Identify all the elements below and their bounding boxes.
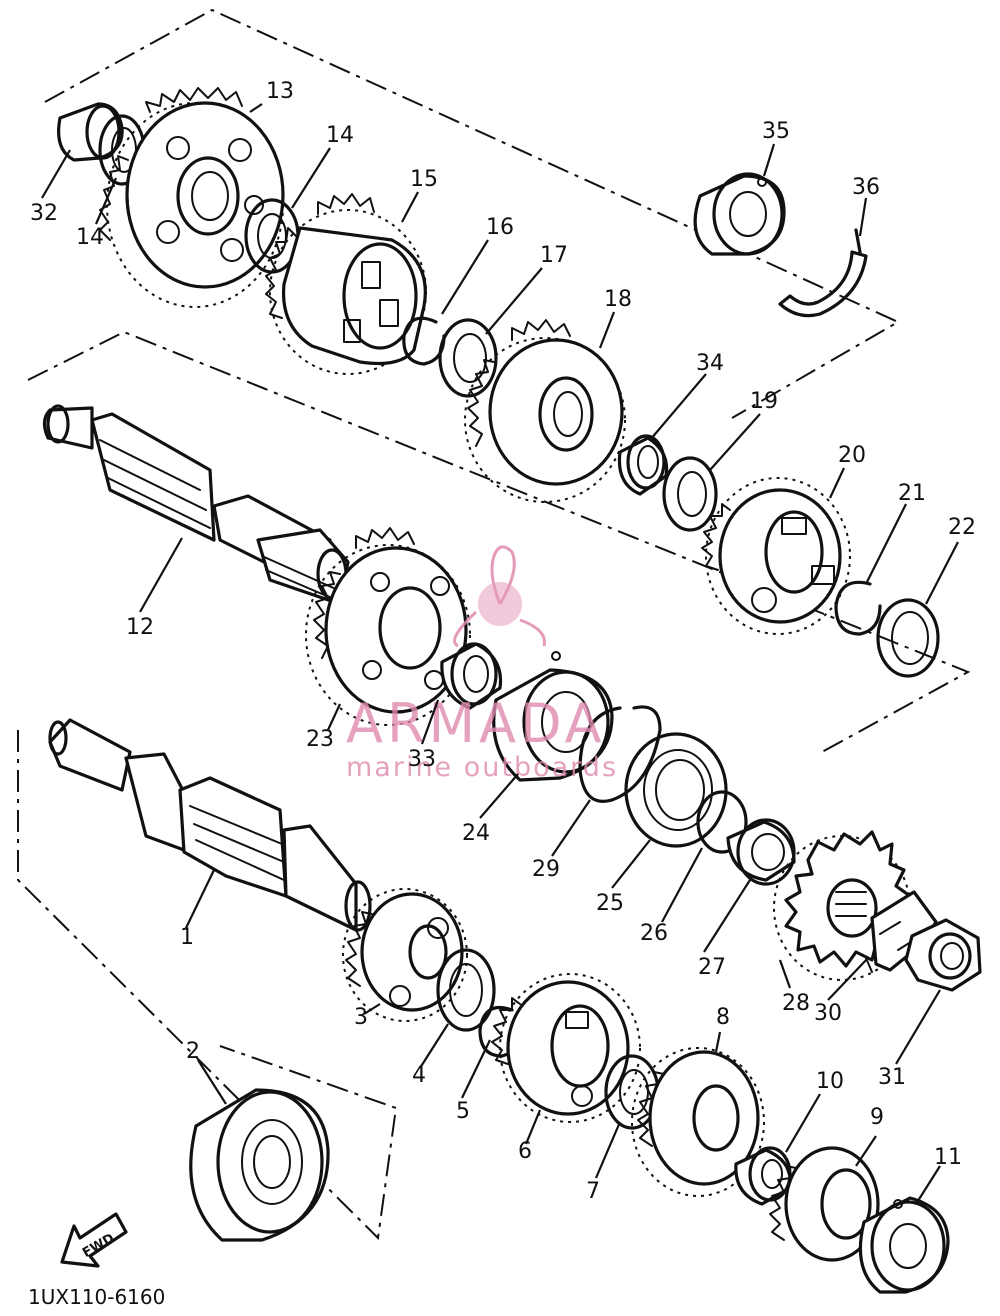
callout-6[interactable]: 6 bbox=[518, 1139, 532, 1164]
watermark-brand: ARMADA bbox=[346, 692, 606, 755]
callout-4[interactable]: 4 bbox=[412, 1063, 426, 1088]
callout-12[interactable]: 12 bbox=[126, 615, 154, 640]
callout-14-left[interactable]: 14 bbox=[76, 225, 104, 250]
callout-23[interactable]: 23 bbox=[306, 727, 334, 752]
callout-34[interactable]: 34 bbox=[696, 351, 724, 376]
part-36-ring[interactable] bbox=[778, 228, 868, 318]
callout-27[interactable]: 27 bbox=[698, 955, 726, 980]
part-6-gear[interactable] bbox=[491, 973, 641, 1123]
part-29-circlip[interactable] bbox=[578, 705, 662, 803]
callout-25[interactable]: 25 bbox=[596, 891, 624, 916]
callout-5[interactable]: 5 bbox=[456, 1099, 470, 1124]
callout-18[interactable]: 18 bbox=[604, 287, 632, 312]
part-15-gear[interactable] bbox=[265, 193, 427, 375]
lower-group-frame bbox=[17, 730, 398, 1241]
part-20-gear[interactable] bbox=[701, 477, 851, 635]
callout-2[interactable]: 2 bbox=[186, 1039, 200, 1064]
part-23-gear[interactable] bbox=[305, 527, 471, 726]
callout-36[interactable]: 36 bbox=[852, 175, 880, 200]
callout-13[interactable]: 13 bbox=[266, 79, 294, 104]
part-27-collar[interactable] bbox=[726, 818, 796, 886]
part-31-nut[interactable] bbox=[904, 918, 982, 992]
watermark-tagline: marine outboards bbox=[346, 752, 618, 783]
part-11-bearing[interactable] bbox=[858, 1196, 950, 1294]
watermark-logo bbox=[453, 545, 546, 648]
part-33-bushing[interactable] bbox=[440, 642, 503, 710]
callout-19[interactable]: 19 bbox=[750, 389, 778, 414]
part-22-washer[interactable] bbox=[876, 598, 940, 678]
callout-32[interactable]: 32 bbox=[30, 201, 58, 226]
part-25-oil-seal[interactable] bbox=[624, 732, 728, 848]
callout-26[interactable]: 26 bbox=[640, 921, 668, 946]
callout-35[interactable]: 35 bbox=[762, 119, 790, 144]
part-13-gear[interactable] bbox=[99, 87, 285, 308]
part-12-main-shaft[interactable] bbox=[42, 404, 350, 606]
callout-9[interactable]: 9 bbox=[870, 1105, 884, 1130]
part-21-circlip[interactable] bbox=[834, 580, 882, 636]
part-19-washer[interactable] bbox=[662, 456, 718, 532]
part-3-gear[interactable] bbox=[342, 888, 468, 1022]
callout-labels: 32 14 13 14 15 16 17 18 34 19 20 21 22 3… bbox=[30, 79, 976, 1204]
callout-31[interactable]: 31 bbox=[878, 1065, 906, 1090]
leader-lines bbox=[41, 103, 959, 1205]
callout-11[interactable]: 11 bbox=[934, 1145, 962, 1170]
callout-1[interactable]: 1 bbox=[180, 925, 194, 950]
callout-8[interactable]: 8 bbox=[716, 1005, 730, 1030]
callout-15[interactable]: 15 bbox=[410, 167, 438, 192]
part-1-drive-shaft[interactable] bbox=[48, 718, 372, 932]
upper-group-frame bbox=[44, 8, 901, 419]
part-17-washer[interactable] bbox=[438, 318, 498, 398]
callout-28[interactable]: 28 bbox=[782, 991, 810, 1016]
part-8-gear[interactable] bbox=[631, 1047, 765, 1197]
callout-33[interactable]: 33 bbox=[408, 747, 436, 772]
part-32-collar[interactable] bbox=[57, 102, 124, 162]
callout-3[interactable]: 3 bbox=[354, 1005, 368, 1030]
callout-21[interactable]: 21 bbox=[898, 481, 926, 506]
callout-30[interactable]: 30 bbox=[814, 1001, 842, 1026]
callout-17[interactable]: 17 bbox=[540, 243, 568, 268]
part-2-bearing[interactable] bbox=[189, 1088, 330, 1242]
diagram-code: 1UX110-6160 bbox=[28, 1285, 165, 1309]
callout-7[interactable]: 7 bbox=[586, 1179, 600, 1204]
callout-29[interactable]: 29 bbox=[532, 857, 560, 882]
part-9-gear[interactable] bbox=[769, 1146, 880, 1262]
part-34-bushing[interactable] bbox=[617, 434, 669, 496]
part-4-washer[interactable] bbox=[436, 948, 496, 1032]
callout-16[interactable]: 16 bbox=[486, 215, 514, 240]
part-18-gear[interactable] bbox=[464, 319, 626, 503]
callout-10[interactable]: 10 bbox=[816, 1069, 844, 1094]
callout-24[interactable]: 24 bbox=[462, 821, 490, 846]
middle-group-frame bbox=[27, 330, 971, 753]
callout-20[interactable]: 20 bbox=[838, 443, 866, 468]
callout-22[interactable]: 22 bbox=[948, 515, 976, 540]
fwd-arrow-icon: FWD bbox=[60, 1212, 128, 1268]
callout-14-right[interactable]: 14 bbox=[326, 123, 354, 148]
part-35-bearing[interactable] bbox=[693, 172, 786, 256]
part-26-o-ring[interactable] bbox=[696, 790, 748, 854]
